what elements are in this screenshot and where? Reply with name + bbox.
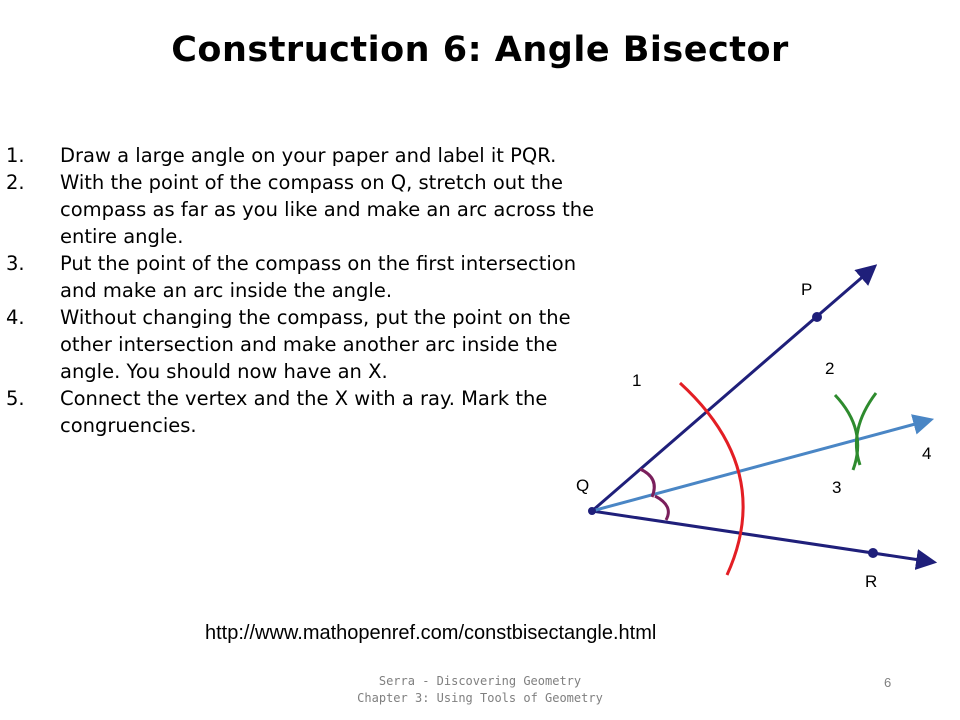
label-r: R — [865, 572, 877, 591]
step-text: With the point of the compass on Q, stre… — [60, 171, 595, 248]
step-number: 3. — [6, 252, 25, 275]
angle-mark-upper — [639, 467, 656, 498]
step-list: 1. Draw a large angle on your paper and … — [6, 142, 596, 439]
step-text: Connect the vertex and the X with a ray.… — [60, 387, 548, 437]
footer: Serra - Discovering Geometry Chapter 3: … — [0, 673, 960, 707]
label-q: Q — [576, 476, 589, 495]
label-arc-3: 3 — [832, 478, 841, 497]
list-item: 4. Without changing the compass, put the… — [6, 304, 596, 385]
arc-1 — [678, 381, 745, 576]
label-step-4: 4 — [922, 444, 931, 463]
step-number: 1. — [6, 144, 25, 167]
list-item: 3. Put the point of the compass on the f… — [6, 250, 596, 304]
list-item: 1. Draw a large angle on your paper and … — [6, 142, 596, 169]
point-q — [588, 507, 596, 515]
step-number: 5. — [6, 387, 25, 410]
label-arc-1: 1 — [632, 371, 641, 390]
step-number: 4. — [6, 306, 25, 329]
page-number: 6 — [884, 675, 892, 690]
arc-2 — [833, 393, 860, 471]
ray-qr — [591, 509, 938, 570]
point-r — [868, 548, 878, 558]
point-p — [812, 312, 822, 322]
arc-3 — [854, 392, 878, 466]
page-title: Construction 6: Angle Bisector — [171, 30, 789, 70]
list-item: 2. With the point of the compass on Q, s… — [6, 169, 596, 250]
footer-line-1: Serra - Discovering Geometry — [378, 674, 582, 688]
ray-qp — [591, 264, 878, 513]
label-arc-2: 2 — [825, 359, 834, 378]
reference-url: http://www.mathopenref.com/constbisectan… — [205, 622, 657, 644]
bisector-ray — [591, 414, 935, 513]
step-text: Draw a large angle on your paper and lab… — [60, 144, 557, 167]
footer-line-2: Chapter 3: Using Tools of Geometry — [357, 691, 603, 705]
step-text: Without changing the compass, put the po… — [60, 306, 571, 383]
angle-mark-lower — [654, 494, 670, 521]
step-text: Put the point of the compass on the firs… — [60, 252, 577, 302]
list-item: 5. Connect the vertex and the X with a r… — [6, 385, 596, 439]
label-p: P — [801, 280, 812, 299]
step-number: 2. — [6, 171, 25, 194]
